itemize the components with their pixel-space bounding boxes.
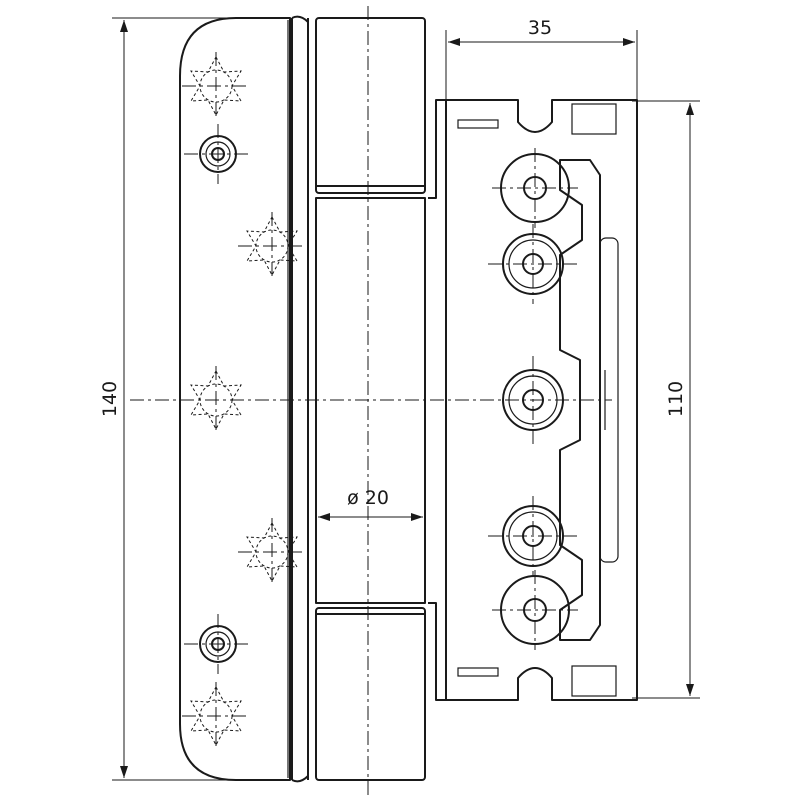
adjustment-screw (488, 496, 578, 576)
slot-bottom (457, 667, 499, 677)
torx-hole-icon (238, 212, 306, 280)
frame-outer-outline (446, 99, 638, 701)
dimension-label-110: 110 (665, 381, 687, 417)
leaf-round-holes (184, 124, 252, 674)
dimension-body-height: 110 (632, 100, 700, 699)
leaf-plate-outline (179, 17, 291, 781)
dimension-label-140: 140 (99, 381, 121, 417)
frame-screws (492, 148, 578, 650)
torx-hole-icon (182, 52, 250, 120)
knuckle-band (291, 15, 309, 783)
window-bottom-right (571, 665, 617, 697)
leaf-round-hole (184, 124, 252, 184)
dimension-depth: 35 (445, 17, 638, 100)
window-top-right (571, 103, 617, 135)
leaf-round-hole (184, 614, 252, 674)
slot-top (457, 119, 499, 129)
frame-screw-hole (492, 570, 578, 650)
leaf-torx-holes (182, 52, 306, 750)
dimension-label-35: 35 (528, 17, 552, 39)
dimension-overall-height: 140 (99, 17, 290, 781)
dimension-label-diameter: ø 20 (347, 487, 389, 509)
torx-hole-icon (190, 366, 242, 434)
dimension-pin-diameter: ø 20 (318, 487, 423, 521)
knuckle-cap-bottom (291, 775, 309, 783)
barrel-segment-bottom (315, 607, 426, 781)
adjustment-screw (488, 224, 578, 304)
adjustment-plate (559, 159, 601, 641)
adjustment-screw (502, 356, 564, 444)
knuckle-cap-top (291, 15, 309, 23)
hinge-frame-body (130, 99, 638, 701)
frame-screw-hole (492, 148, 578, 228)
hinge-leaf-plate (179, 17, 291, 781)
frame-flange (428, 99, 447, 701)
torx-hole-icon (238, 518, 306, 586)
barrel-segment-top (315, 17, 426, 194)
torx-hole-icon (182, 682, 250, 750)
adjustment-screws (488, 224, 578, 576)
